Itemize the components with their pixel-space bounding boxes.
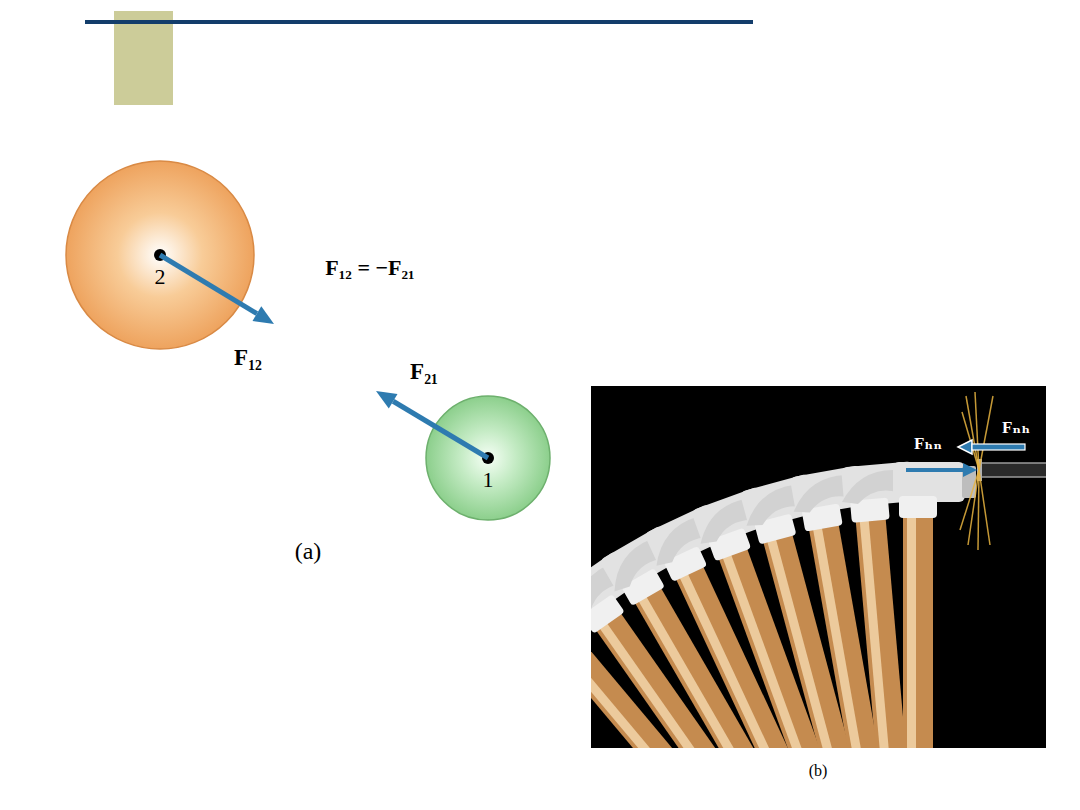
spark-line <box>960 470 979 530</box>
spark-line <box>968 470 979 545</box>
force-label: F₂₁ <box>410 359 438 384</box>
body-number: 2 <box>155 266 166 288</box>
force-vector <box>393 401 488 458</box>
arrow-head <box>958 440 972 454</box>
spark-line <box>978 470 979 550</box>
part-caption: (a) <box>295 538 322 564</box>
equation-label: F₁₂ = −F₂₁ <box>325 256 414 280</box>
hammer-photo <box>591 392 1046 748</box>
force-label: Fₙₕ <box>1002 419 1030 438</box>
spark-line <box>979 470 990 545</box>
nail-image <box>980 463 1046 477</box>
arrow-head <box>963 463 977 477</box>
body-circle: 1 <box>425 395 551 521</box>
force-arrow <box>906 468 963 472</box>
force-label: F₁₂ <box>234 345 262 370</box>
accent-block <box>114 11 173 105</box>
circle-shape <box>425 395 551 521</box>
hammer-image <box>842 462 976 748</box>
force-label: Fₕₙ <box>914 435 942 454</box>
part-caption: (b) <box>809 762 828 780</box>
force-arrow <box>972 444 1025 450</box>
circle-shape <box>65 160 255 350</box>
spark-line <box>979 396 993 470</box>
title-rule <box>85 20 753 24</box>
body-circle: 2 <box>65 160 255 350</box>
body-number: 1 <box>483 469 494 491</box>
force-vector <box>160 255 257 314</box>
hammer-image <box>790 460 953 748</box>
